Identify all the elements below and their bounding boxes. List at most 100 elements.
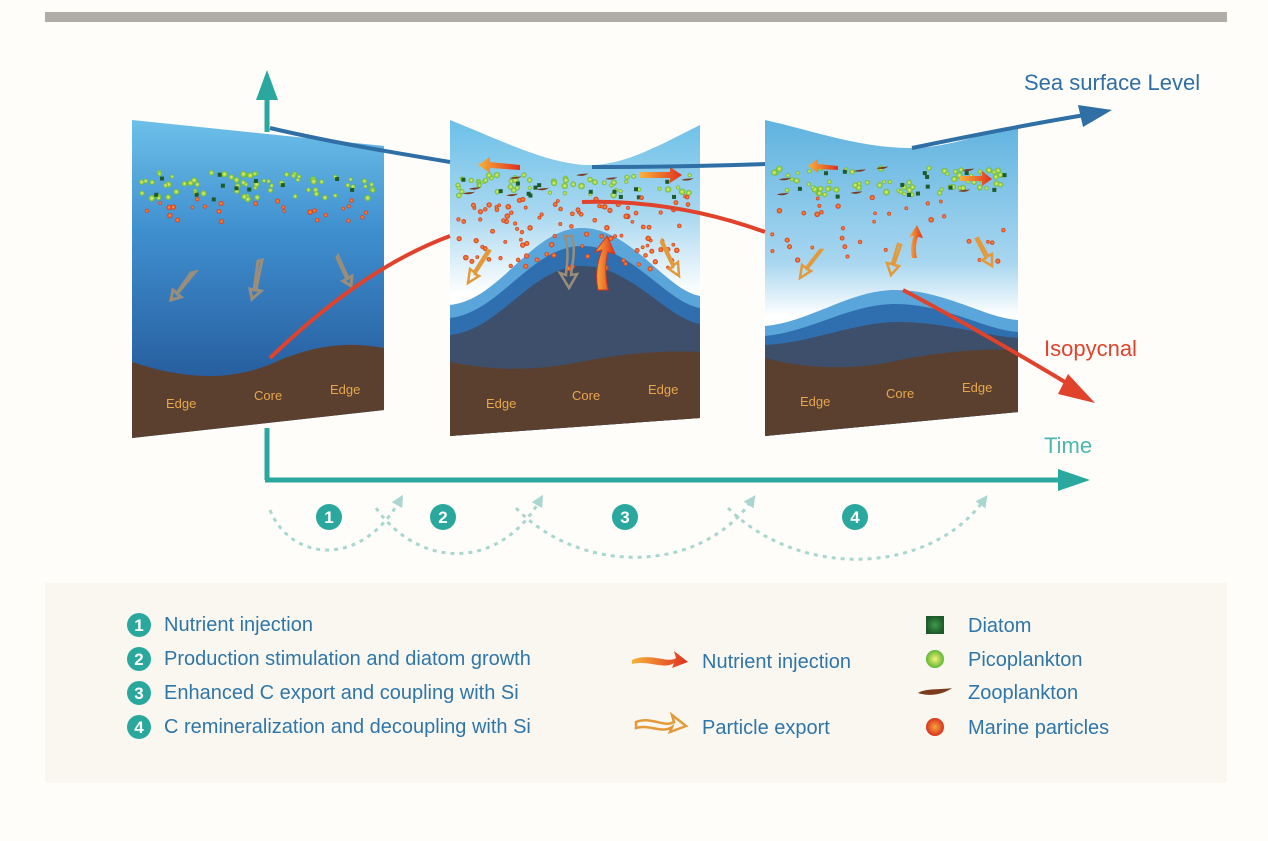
picoplankton-dot — [685, 189, 692, 196]
marine-particle-dot — [523, 263, 529, 269]
marine-particle-dot — [552, 234, 557, 239]
marine-particle-dot — [570, 211, 575, 217]
marine-particle-dot — [190, 205, 195, 210]
legend-stage-2-text: Production stimulation and diatom growth — [164, 648, 531, 670]
picoplankton-dot — [951, 176, 958, 183]
zooplankton-mark — [681, 177, 694, 181]
diatom-dot — [350, 187, 355, 192]
picoplankton-dot — [997, 182, 1004, 188]
marine-particle-dot — [634, 248, 640, 253]
particle-export-arrow-2 — [557, 234, 580, 291]
picoplankton-dot — [941, 167, 948, 174]
zooplankton-mark — [576, 173, 589, 176]
stage-arcs — [268, 494, 988, 561]
marine-particle-dot — [158, 201, 163, 205]
legend-organisms: Diatom Picoplankton Zooplankton Marine p… — [918, 615, 1109, 739]
marine-particle-dot — [643, 253, 648, 258]
marine-particle-dot — [482, 246, 488, 252]
picoplankton-dot — [985, 167, 993, 174]
diatom-dot — [823, 171, 828, 176]
picoplankton-dot — [807, 168, 812, 174]
picoplankton-dot — [319, 179, 325, 185]
marine-particle-dot — [534, 257, 540, 263]
diatom-dot — [194, 192, 199, 197]
picoplankton-dot — [906, 179, 912, 186]
picoplankton-dot — [909, 184, 916, 190]
zooplankton-icon — [918, 688, 952, 695]
marine-particle-dot — [784, 237, 790, 243]
picoplankton-dot — [284, 171, 290, 177]
marine-particle-dot — [463, 254, 469, 261]
marine-particle-dot — [658, 247, 664, 253]
marine-particle-dot — [461, 219, 467, 224]
picoplankton-dot — [587, 176, 593, 183]
picoplankton-dot — [208, 170, 215, 176]
picoplankton-dot — [997, 171, 1004, 178]
particle-export-arrows-1 — [169, 252, 354, 303]
diatom-dot — [211, 197, 216, 202]
diatom-dot — [842, 169, 847, 174]
picoplankton-dot — [675, 185, 681, 190]
marine-particle-dot — [801, 210, 807, 216]
marine-particle-dot — [626, 205, 630, 210]
marine-particle-dot — [817, 203, 822, 208]
picoplankton-dot — [976, 184, 983, 191]
marine-particle-dot — [652, 259, 658, 265]
legend-nutrient-injection-text: Nutrient injection — [702, 651, 851, 673]
diatom-dot — [835, 194, 840, 199]
legend-stage-badge-4 — [127, 715, 151, 739]
picoplankton-dot — [687, 173, 692, 178]
picoplankton-dot — [345, 182, 351, 188]
stage-badge-4-number: 4 — [850, 508, 860, 527]
picoplankton-dot — [827, 179, 832, 185]
picoplankton-dot — [247, 172, 254, 179]
picoplankton-dot — [825, 186, 831, 192]
picoplankton-dot — [958, 167, 964, 173]
marine-particle-dot — [810, 245, 815, 250]
diatom-dot — [461, 177, 466, 182]
zooplankton-mark — [876, 166, 889, 169]
diatom-dot — [665, 179, 670, 184]
zooplankton-mark — [850, 191, 863, 194]
marine-particle-dot — [520, 242, 526, 248]
picoplankton-dot — [771, 169, 778, 176]
marine-particle-dot — [925, 201, 930, 206]
picoplankton-dot — [240, 179, 246, 186]
picoplankton-dot — [138, 179, 145, 185]
legend-zooplankton-text: Zooplankton — [968, 682, 1078, 704]
picoplankton-dot — [165, 194, 172, 201]
picoplankton-dot — [313, 191, 320, 197]
marine-particle-dot — [840, 226, 846, 231]
marine-particle-dot — [456, 217, 461, 222]
diatom-dot — [533, 185, 538, 190]
marine-particle-dot — [523, 253, 530, 259]
marine-particle-dot — [887, 211, 892, 216]
marine-particle-dot — [569, 224, 574, 229]
picoplankton-dot — [551, 180, 558, 187]
picoplankton-dot — [833, 186, 840, 193]
marine-particle-dot — [770, 232, 775, 237]
ground-label-core-2: Core — [572, 388, 600, 403]
marine-particle-dot — [814, 211, 820, 218]
picoplankton-dot — [527, 185, 532, 191]
picoplankton-dot — [578, 182, 585, 190]
picoplankton-dot — [456, 192, 462, 199]
picoplankton-dot — [852, 182, 859, 189]
marine-particle-dot — [645, 243, 650, 248]
diatom-dot — [217, 172, 222, 177]
picoplankton-dot — [849, 169, 855, 175]
marine-particle-dot — [323, 212, 328, 218]
marine-particle-dot — [498, 256, 503, 261]
picoplankton-dot — [241, 193, 248, 200]
picoplankton-dot — [592, 179, 598, 186]
diatom-dot — [925, 184, 930, 189]
marine-particle-dot — [658, 210, 663, 215]
marine-particle-dot — [640, 245, 645, 250]
diatom-dot — [907, 192, 912, 197]
picoplankton-dot — [876, 182, 883, 189]
picoplankton-dot — [991, 169, 997, 175]
marine-particle-dot — [312, 208, 317, 213]
marine-particle-dot — [1001, 228, 1006, 233]
picoplankton-dot — [939, 187, 944, 192]
legend-stage-4-number: 4 — [134, 718, 144, 737]
